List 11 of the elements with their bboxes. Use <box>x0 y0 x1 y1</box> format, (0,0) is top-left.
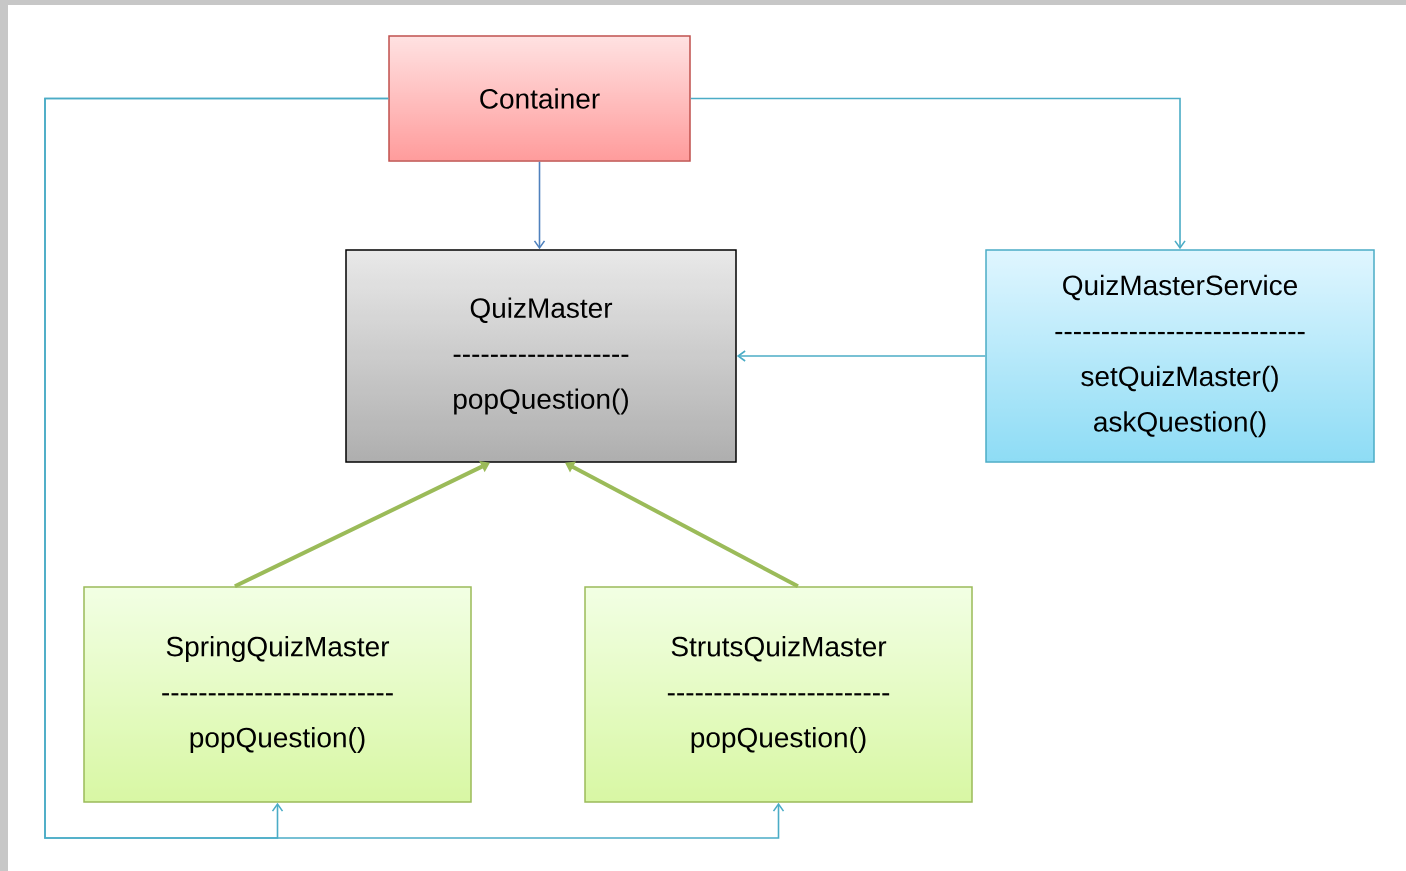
arrow <box>533 160 546 250</box>
class-box: QuizMasterService --------------------------- setQuizMaster() askQuestion() <box>985 249 1375 463</box>
arrow <box>736 350 987 362</box>
class-box: SpringQuizMaster ------------------------- popQuestion() <box>83 586 472 803</box>
arrow <box>689 97 1186 250</box>
arrow <box>44 97 785 839</box>
class-box: QuizMaster ------------------- popQuestion() <box>345 249 737 463</box>
class-box: StrutsQuizMaster ------------------------ popQuestion() <box>584 586 973 803</box>
arrow <box>565 461 799 588</box>
arrow <box>234 460 490 589</box>
class-box: Container <box>388 35 691 162</box>
